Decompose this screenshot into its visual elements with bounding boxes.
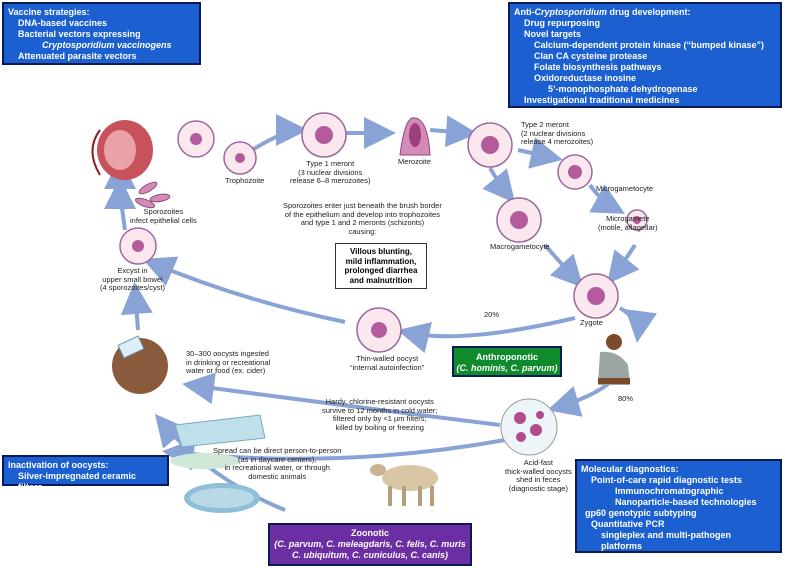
anthroponotic-box: Anthroponotic (C. hominis, C. parvum) (452, 346, 562, 377)
drug-item: Novel targets (524, 29, 582, 39)
pathology-callout: Villous blunting,mild inflammation,prolo… (335, 243, 427, 289)
drug-item: Folate biosynthesis pathways (534, 62, 662, 72)
anthroponotic-title: Anthroponotic (476, 352, 538, 362)
zoonotic-species: (C. parvum, C. meleagdaris, C. felis, C.… (274, 539, 466, 549)
thick-walled-oocyst-icons (500, 398, 558, 456)
percent-20-label: 20% (484, 310, 500, 319)
vaccine-item: Attenuated parasite vectors (18, 51, 137, 61)
inactivation-item: Silver-impregnated ceramic filters (18, 471, 137, 492)
microgametocyte-label: Microgametocyte (596, 184, 654, 193)
percent-80-label: 80% (618, 394, 634, 403)
anthroponotic-species: (C. hominis, C. parvum) (456, 363, 558, 373)
inactivation-box: Inactivation of oocysts: Silver-impregna… (2, 455, 169, 492)
center-description: Sporozoites enter just beneath the brush… (283, 201, 442, 236)
vaccine-item: DNA-based vaccines (18, 18, 108, 28)
drug-development-title: Anti-Cryptosporidium drug development: (514, 7, 691, 17)
drug-item: 5’-monophosphate dehydrogenase (548, 84, 698, 94)
molecular-item: gp60 genotypic subtyping (585, 508, 697, 518)
intestine-icon (91, 120, 153, 180)
microgamete-label: Microgamete(motile, aflagellar) (598, 214, 658, 232)
molecular-item: Quantitative PCR (591, 519, 665, 529)
cow-icon (370, 464, 438, 506)
molecular-diagnostics-title: Molecular diagnostics: (581, 464, 679, 474)
water-icon (170, 414, 266, 513)
vaccine-strategies-title: Vaccine strategies: (8, 7, 90, 17)
drug-item: Clan CA cysteine protease (534, 51, 648, 61)
sporozoite-icon (135, 181, 171, 209)
molecular-item: platforms (601, 541, 643, 551)
drug-development-box: Anti-Cryptosporidium drug development: D… (508, 2, 782, 108)
zoonotic-species: C. ubiquitum, C. cuniculus, C. canis) (291, 550, 448, 560)
vaccine-item: Cryptosporidium vaccinogens (42, 40, 172, 50)
drug-item: Investigational traditional medicines (524, 95, 680, 105)
molecular-item: Immunochromatographic (615, 486, 724, 496)
spread-label: Spread can be direct person-to-person(as… (213, 446, 342, 481)
inactivation-title: Inactivation of oocysts: (8, 460, 109, 470)
molecular-item: Point-of-care rapid diagnostic tests (591, 475, 743, 485)
thin-walled-oocyst-label: Thin-walled oocyst“internal autoinfectio… (350, 354, 425, 372)
vaccine-strategies-box: Vaccine strategies: DNA-based vaccines B… (2, 2, 201, 65)
drug-item: Calcium-dependent protein kinase (“bumpe… (534, 40, 765, 50)
macrogametocyte-label: Macrogametocyte (490, 242, 550, 251)
merozoite-label: Merozoite (398, 157, 431, 166)
person-drinking-icon (112, 335, 168, 394)
trophozoite-label: Trophozoite (225, 176, 265, 185)
molecular-diagnostics-box: Molecular diagnostics: Point-of-care rap… (575, 459, 782, 553)
merozoite-icon (399, 117, 431, 156)
zoonotic-box: Zoonotic (C. parvum, C. meleagdaris, C. … (268, 523, 472, 566)
nucleus-icons (132, 126, 641, 338)
molecular-item: singleplex and multi-pathogen (601, 530, 732, 540)
zoonotic-title: Zoonotic (351, 528, 389, 538)
molecular-item: Nanoparticle-based technologies (615, 497, 757, 507)
child-icon (598, 334, 630, 385)
cell-icon (119, 112, 648, 353)
drug-item: Drug repurposing (524, 18, 600, 28)
vaccine-item: Bacterial vectors expressing (18, 29, 141, 39)
drug-item: Oxidoreductase inosine (534, 73, 637, 83)
zygote-label: Zygote (580, 318, 603, 327)
